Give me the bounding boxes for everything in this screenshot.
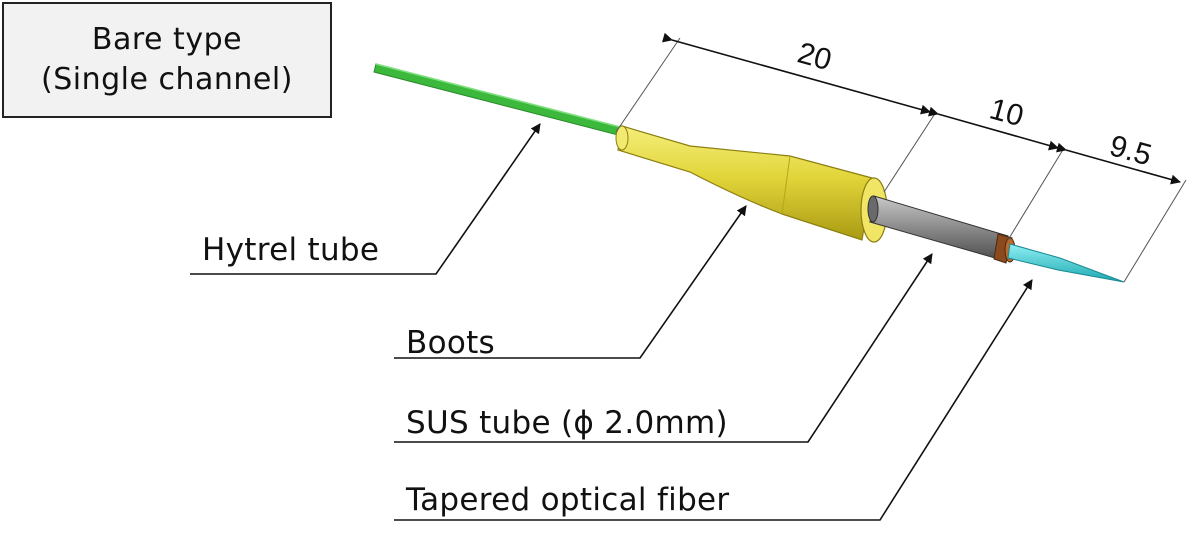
label-sus-tube: SUS tube (ϕ 2.0mm): [406, 405, 728, 441]
dimension-lines: [661, 32, 1181, 185]
label-hytrel-tube: Hytrel tube: [202, 232, 380, 268]
boots: [615, 125, 888, 243]
title-line-1: Bare type: [91, 22, 243, 57]
label-tapered-fiber: Tapered optical fiber: [406, 482, 730, 518]
sus-tube: [867, 195, 1009, 261]
leader-hytrel: [190, 123, 541, 275]
leader-sus-tube: [394, 253, 933, 443]
label-boots: Boots: [406, 325, 496, 361]
title-line-2: (Single channel): [41, 62, 293, 97]
tapered-optical-fiber: [1007, 243, 1125, 283]
dimension-10: 10: [986, 92, 1027, 133]
dimension-9-5: 9.5: [1106, 129, 1155, 172]
title-box: Bare type (Single channel): [2, 2, 332, 118]
leader-boots: [394, 205, 747, 359]
dimension-20: 20: [794, 36, 835, 77]
hytrel-tube: [373, 63, 625, 137]
extension-lines: [615, 37, 1187, 283]
leader-fiber: [394, 279, 1033, 521]
